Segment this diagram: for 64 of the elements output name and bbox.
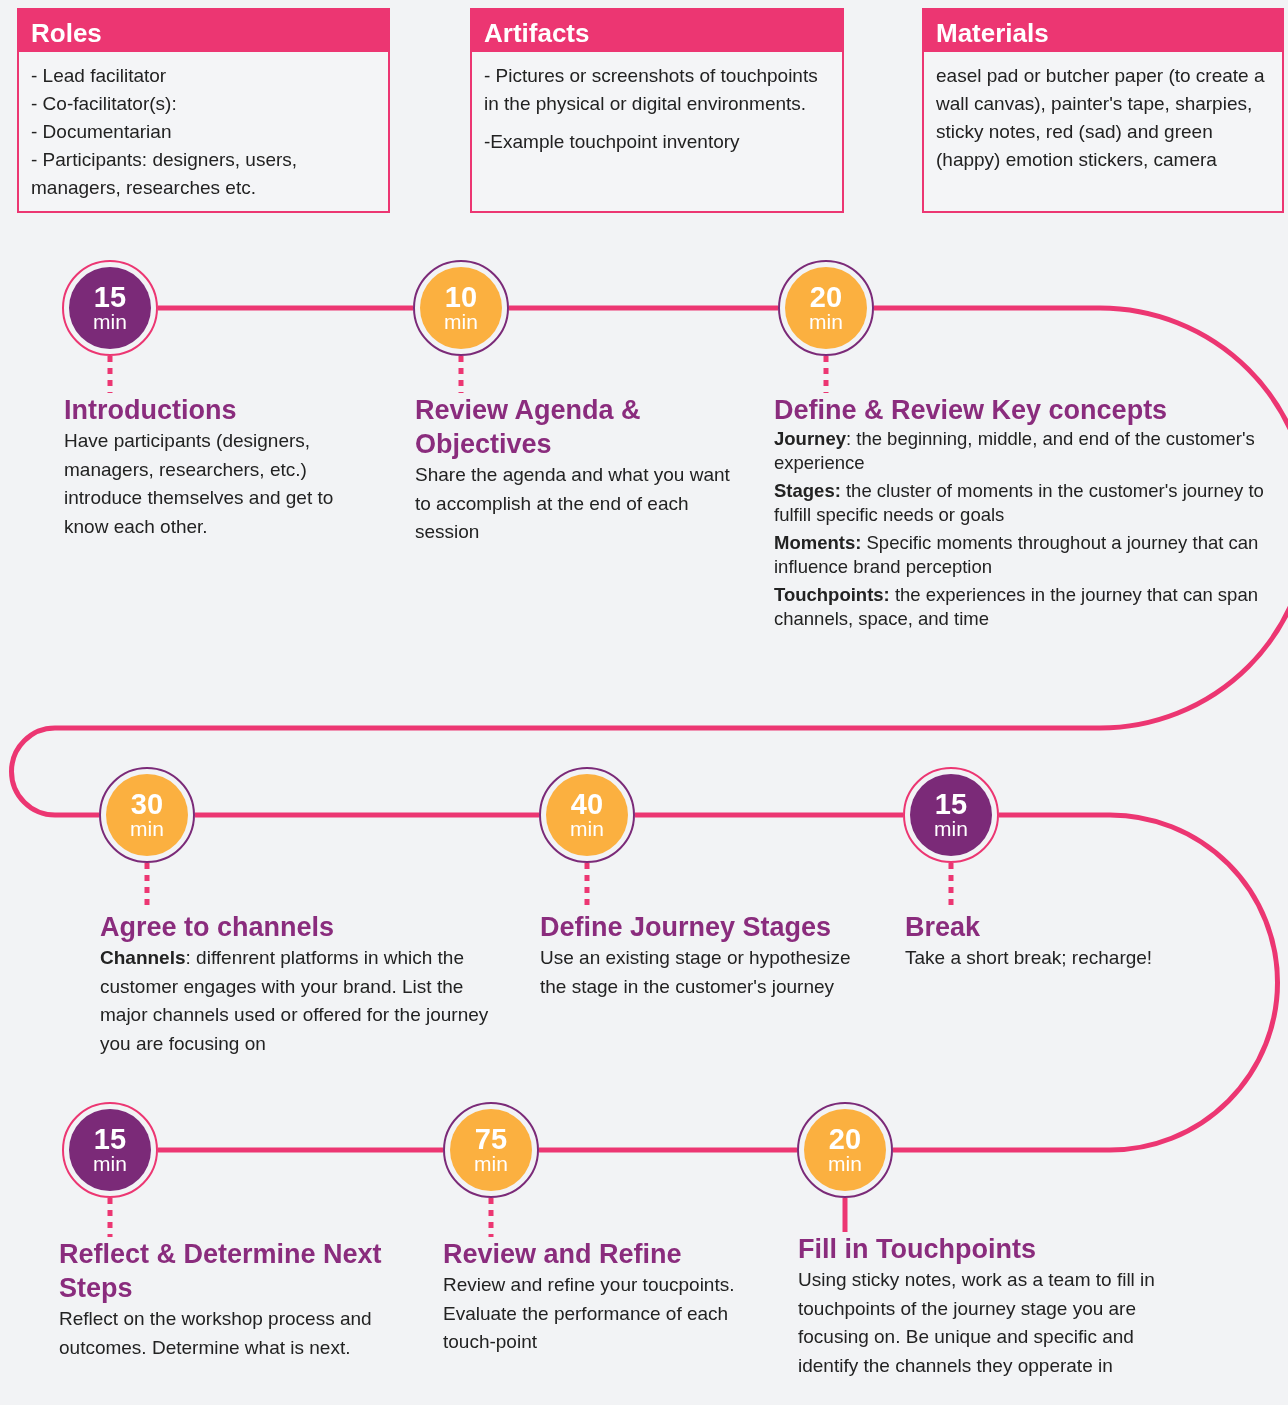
step-description: Stages: the cluster of moments in the customer's journey to fulfill specific needs or goals <box>774 479 1265 527</box>
step-description: Using sticky notes, work as a team to fill in touchpoints of the journey stage you are focusing on. Be unique and specific and identify the channels they opperate in <box>798 1268 1156 1378</box>
dotted-connector <box>823 356 829 393</box>
card-text: - Participants: designers, users, managers, researches etc. <box>31 148 299 200</box>
card-text: easel pad or butcher paper (to create a wall canvas), painter's tape, sharpies, sticky notes, red (sad) and green (happy) emotion stickers, camera <box>936 64 1266 172</box>
duration-unit: min <box>934 818 968 840</box>
duration-number: 30 <box>130 790 164 818</box>
card-text: - Documentarian <box>31 120 173 144</box>
duration-number: 15 <box>934 790 968 818</box>
dotted-connector <box>458 356 464 393</box>
step-description: Take a short break; recharge! <box>905 946 1154 970</box>
step-title: Fill in Touchpoints <box>798 1233 1037 1266</box>
duration-number: 10 <box>444 283 478 311</box>
timeline-path <box>195 812 539 818</box>
duration-number: 20 <box>828 1125 862 1153</box>
duration-unit: min <box>130 818 164 840</box>
dotted-connector <box>488 1198 494 1237</box>
timeline-path <box>158 1147 443 1153</box>
duration-unit: min <box>828 1153 862 1175</box>
card-heading: Artifacts <box>472 10 842 52</box>
info-card <box>470 8 844 213</box>
timeline-path <box>158 305 413 311</box>
dotted-connector <box>107 356 113 393</box>
timeline-path <box>635 812 903 818</box>
step-description: Share the agenda and what you want to accomplish at the end of each session <box>415 463 731 544</box>
timeline-path <box>539 1147 797 1153</box>
step-title: Review Agenda & Objectives <box>415 394 642 461</box>
duration-unit: min <box>474 1153 508 1175</box>
duration-number: 20 <box>809 283 843 311</box>
step-description: Use an existing stage or hypothesize the stage in the customer's journey <box>540 946 852 999</box>
duration-number: 15 <box>93 283 127 311</box>
card-heading: Roles <box>19 10 388 52</box>
card-heading: Materials <box>924 10 1282 52</box>
step-title: Introductions <box>64 394 238 427</box>
info-card <box>922 8 1284 213</box>
duration-number: 40 <box>570 790 604 818</box>
timeline-path <box>509 305 778 311</box>
step-title: Define & Review Key concepts <box>774 394 1169 427</box>
step-description: Channels: diffenrent platforms in which the customer engages with your brand. List the major channels used or offered for the journey you are focusing on <box>100 946 490 1056</box>
step-title: Break <box>905 911 982 944</box>
info-card <box>17 8 390 213</box>
duration-unit: min <box>570 818 604 840</box>
timeline-path <box>842 1198 848 1232</box>
step-description: Have participants (designers, managers, researchers, etc.) introduce themselves and get to know each other. <box>64 429 335 539</box>
duration-number: 15 <box>93 1125 127 1153</box>
timeline-path <box>9 305 1288 818</box>
duration-number: 75 <box>474 1125 508 1153</box>
duration-unit: min <box>444 311 478 333</box>
card-text: - Co-facilitator(s): <box>31 92 178 116</box>
card-text: - Pictures or screenshots of touchpoints in the physical or digital environments. <box>484 64 819 116</box>
step-description: Reflect on the workshop process and outcomes. Determine what is next. <box>59 1307 373 1360</box>
step-title: Review and Refine <box>443 1238 683 1271</box>
card-text: -Example touchpoint inventory <box>484 130 741 154</box>
step-title: Agree to channels <box>100 911 336 944</box>
duration-unit: min <box>93 1153 127 1175</box>
duration-unit: min <box>809 311 843 333</box>
step-description: Review and refine your toucpoints. Evaluate the performance of each touch-point <box>443 1273 736 1354</box>
duration-unit: min <box>93 311 127 333</box>
card-text: - Lead facilitator <box>31 64 168 88</box>
timeline-path <box>893 812 1280 1153</box>
dotted-connector <box>107 1198 113 1237</box>
step-description: Touchpoints: the experiences in the journey that can span channels, space, and time <box>774 583 1259 631</box>
step-title: Reflect & Determine Next Steps <box>59 1238 383 1305</box>
step-title: Define Journey Stages <box>540 911 833 944</box>
